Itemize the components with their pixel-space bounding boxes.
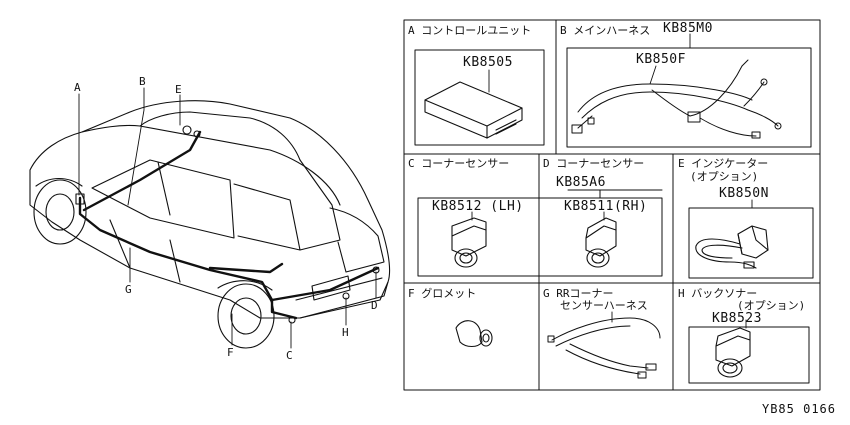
panel-a-part-number: KB8505: [463, 55, 513, 70]
panel-e-part-number: KB850N: [719, 186, 769, 201]
callout-leaders: [78, 87, 377, 349]
panel-h-subtitle: (オプション): [737, 299, 806, 312]
part-boxes: [414, 47, 814, 384]
back-sonar-drawing: [715, 319, 751, 378]
rr-corner-harness-drawing: [547, 311, 661, 379]
control-unit-on-car: [75, 193, 85, 205]
figure-code: YB85 0166: [761, 402, 836, 416]
panel-a-title: A コントロールユニット: [408, 24, 532, 37]
callout-a: A: [74, 81, 81, 94]
grommet-drawing: [455, 320, 493, 348]
car-illustration: [29, 100, 391, 349]
parts-table-frame: [403, 19, 821, 391]
harness-routing: [78, 130, 380, 320]
panel-d-part-number: KB8511(RH): [564, 199, 648, 214]
panel-g-title: G RRコーナー: [543, 287, 614, 300]
callout-e: E: [175, 83, 182, 96]
callout-d: D: [371, 299, 378, 312]
panel-d-title: D コーナーセンサー: [543, 157, 645, 170]
panel-f-title: F グロメット: [408, 287, 477, 300]
panel-c-part-number: KB8512 (LH): [432, 199, 524, 214]
panel-b-part-number: KB850F: [636, 52, 686, 67]
panel-g-subtitle: センサーハーネス: [560, 299, 648, 312]
corner-sensor-c-on-car: [288, 316, 296, 324]
panel-d-assembly-number: KB85A6: [556, 175, 606, 190]
corner-sensor-rh-drawing: [585, 211, 617, 268]
panel-c-title: C コーナーセンサー: [408, 157, 510, 170]
main-harness-drawing: [571, 33, 782, 139]
panel-h-title: H バックソナー: [678, 287, 758, 300]
indicator-on-car: [182, 125, 192, 135]
callout-h: H: [342, 326, 349, 339]
panel-e-subtitle: (オプション): [690, 170, 759, 183]
control-unit-drawing: [424, 69, 523, 139]
indicator-drawing: [695, 199, 769, 269]
callout-g: G: [125, 283, 132, 296]
callout-f: F: [227, 346, 234, 359]
callout-c: C: [286, 349, 293, 362]
panel-e-title: E インジケーター: [678, 157, 769, 170]
panel-b-title: B メインハーネス: [560, 24, 651, 37]
corner-sensor-lh-drawing: [451, 211, 487, 268]
panel-h-part-number: KB8523: [712, 311, 762, 326]
callout-b: B: [139, 75, 146, 88]
panel-b-assembly-number: KB85M0: [663, 21, 713, 36]
